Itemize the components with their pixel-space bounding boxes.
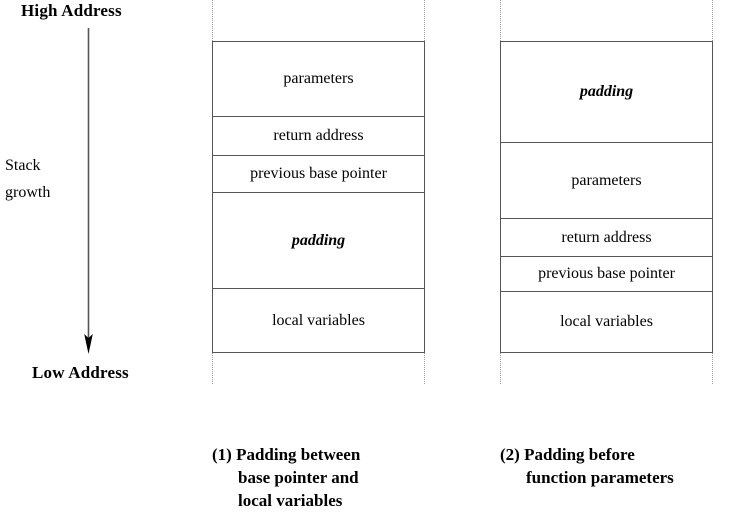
stack-row-label: local variables bbox=[272, 311, 365, 329]
caption-frame-1: (1) Padding between base pointer and loc… bbox=[212, 443, 360, 512]
frame-2-guide-bottom-left bbox=[500, 353, 501, 384]
stack-row-label: padding bbox=[579, 83, 634, 100]
stack-row-label: parameters bbox=[283, 70, 354, 87]
caption-line: local variables bbox=[238, 491, 343, 510]
frame-1-guide-bottom-right bbox=[424, 353, 425, 384]
caption-line: base pointer and bbox=[238, 468, 359, 487]
stack-row: return address bbox=[501, 219, 712, 257]
frame-2-guide-bottom-right bbox=[712, 353, 713, 384]
stack-row-padding: padding bbox=[501, 42, 712, 143]
stack-row: previous base pointer bbox=[501, 257, 712, 292]
stack-row-label: previous base pointer bbox=[538, 265, 675, 282]
frame-2-guide-top-right bbox=[712, 0, 713, 41]
caption-line: function parameters bbox=[526, 468, 674, 487]
stack-row: local variables bbox=[501, 292, 712, 352]
stack-frame-1: parameters return address previous base … bbox=[212, 41, 425, 353]
stack-row-label: parameters bbox=[571, 171, 642, 189]
down-arrow-icon bbox=[80, 28, 97, 356]
caption-line: (2) Padding before bbox=[500, 445, 635, 464]
stack-growth-label: Stack growth bbox=[5, 157, 51, 201]
caption-frame-2: (2) Padding before function parameters bbox=[500, 443, 674, 489]
low-address-label: Low Address bbox=[32, 363, 129, 382]
high-address-label: High Address bbox=[21, 1, 122, 20]
stack-row-padding: padding bbox=[213, 193, 424, 289]
stack-row-label: local variables bbox=[560, 313, 653, 330]
stack-frame-2: padding parameters return address previo… bbox=[500, 41, 713, 353]
stack-row: parameters bbox=[501, 143, 712, 219]
frame-1-guide-top-right bbox=[424, 0, 425, 41]
stack-row: parameters bbox=[213, 42, 424, 117]
stack-row: local variables bbox=[213, 289, 424, 352]
stack-row: return address bbox=[213, 117, 424, 156]
stack-row-label: return address bbox=[273, 127, 364, 144]
stack-row: previous base pointer bbox=[213, 156, 424, 193]
stack-row-label: previous base pointer bbox=[250, 165, 387, 182]
frame-2-guide-top-left bbox=[500, 0, 501, 41]
caption-line: (1) Padding between bbox=[212, 445, 361, 464]
stack-row-label: return address bbox=[561, 228, 652, 246]
frame-1-guide-top-left bbox=[212, 0, 213, 41]
stack-row-label: padding bbox=[291, 231, 346, 249]
frame-1-guide-bottom-left bbox=[212, 353, 213, 384]
